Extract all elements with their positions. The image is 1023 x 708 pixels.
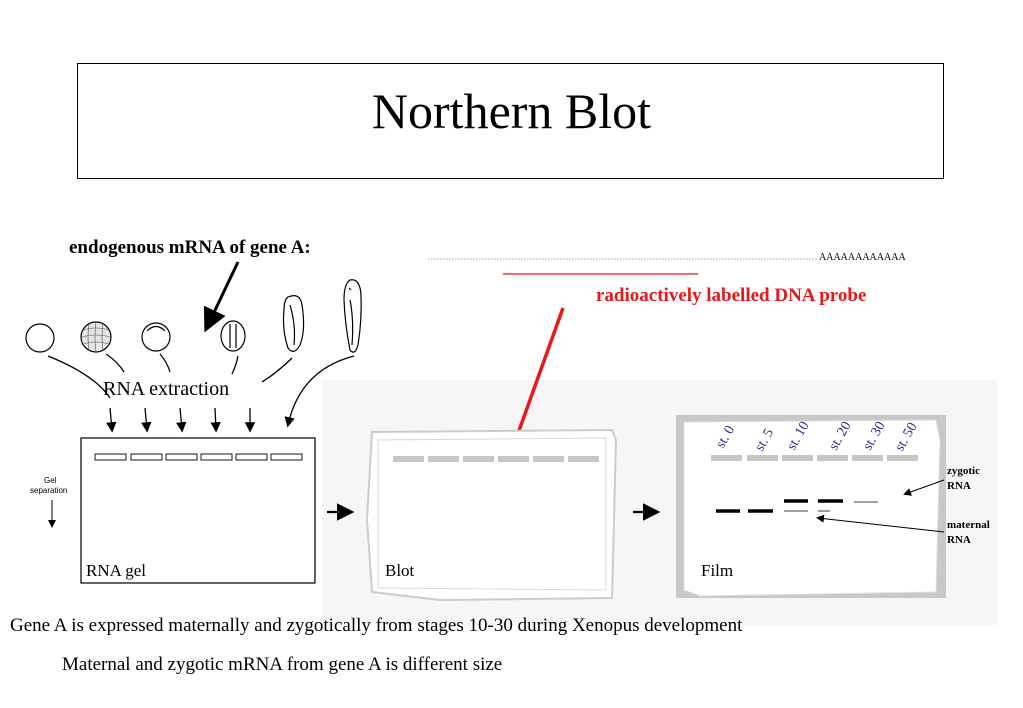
curve-arrow-2: [105, 353, 125, 373]
embryo-tadpole-detail: [348, 287, 354, 346]
curve-arrow-4: [231, 355, 239, 375]
caption-expression: Gene A is expressed maternally and zygot…: [10, 615, 743, 636]
film-side-labels: zygotic RNA maternal RNA: [947, 465, 990, 546]
embryo-tailbud-icon: [282, 295, 305, 352]
embryo-cleavage-texture: [81, 321, 111, 353]
poly-a-tail: AAAAAAAAAAAA: [819, 252, 906, 263]
embryo-gastrula-lip: [146, 325, 166, 332]
embryo-tadpole-icon: [343, 279, 362, 353]
film-label: Film: [701, 561, 733, 580]
curve-arrow-1: [47, 355, 111, 399]
curve-arrow-3: [159, 353, 171, 373]
embryo-cleavage-icon: [80, 321, 112, 353]
blot-wells: [393, 456, 599, 462]
embryo-gastrula-icon: [141, 322, 171, 352]
film-wells: [711, 455, 918, 461]
title-box: [77, 63, 944, 179]
rna-gel-wells: [94, 453, 303, 461]
page-title: Northern Blot: [371, 83, 652, 139]
embryo-tailbud-detail: [289, 304, 296, 346]
maternal-label-1: maternal: [947, 519, 990, 531]
mrna-label: endogenous mRNA of gene A:: [69, 237, 311, 258]
embryo-neurula-groove: [229, 324, 237, 348]
maternal-label-2: RNA: [947, 534, 971, 546]
embryo-egg-icon: [25, 323, 55, 353]
probe-label: radioactively labelled DNA probe: [596, 285, 867, 306]
embryo-neurula-icon: [220, 320, 246, 352]
blot-panel: [365, 428, 618, 602]
curve-arrow-6: [284, 355, 355, 428]
embryo-icons: [25, 279, 362, 353]
mrna-arrow: [203, 261, 240, 333]
film-bands: [716, 499, 878, 513]
rna-gel-label: RNA gel: [86, 561, 146, 580]
maternal-pointer: [816, 514, 945, 533]
zygotic-label-2: RNA: [947, 480, 971, 492]
zygotic-pointer: [903, 479, 945, 496]
well-arrows: [106, 407, 256, 433]
curve-arrow-5: [261, 357, 293, 383]
rna-gel-panel: [80, 437, 316, 584]
extraction-arrows: [47, 353, 355, 428]
caption-size: Maternal and zygotic mRNA from gene A is…: [62, 654, 503, 675]
gel-separation-label-2: separation: [30, 486, 68, 495]
blot-inner-outline: [377, 437, 607, 591]
film-sheet: [683, 419, 941, 597]
gel-separation-label-1: Gel: [44, 476, 57, 485]
rna-extraction-label: RNA extraction: [103, 378, 230, 400]
panel-labels: RNA gel Blot Film: [86, 561, 733, 580]
zygotic-label-1: zygotic: [947, 465, 980, 477]
blot-label: Blot: [385, 561, 415, 580]
